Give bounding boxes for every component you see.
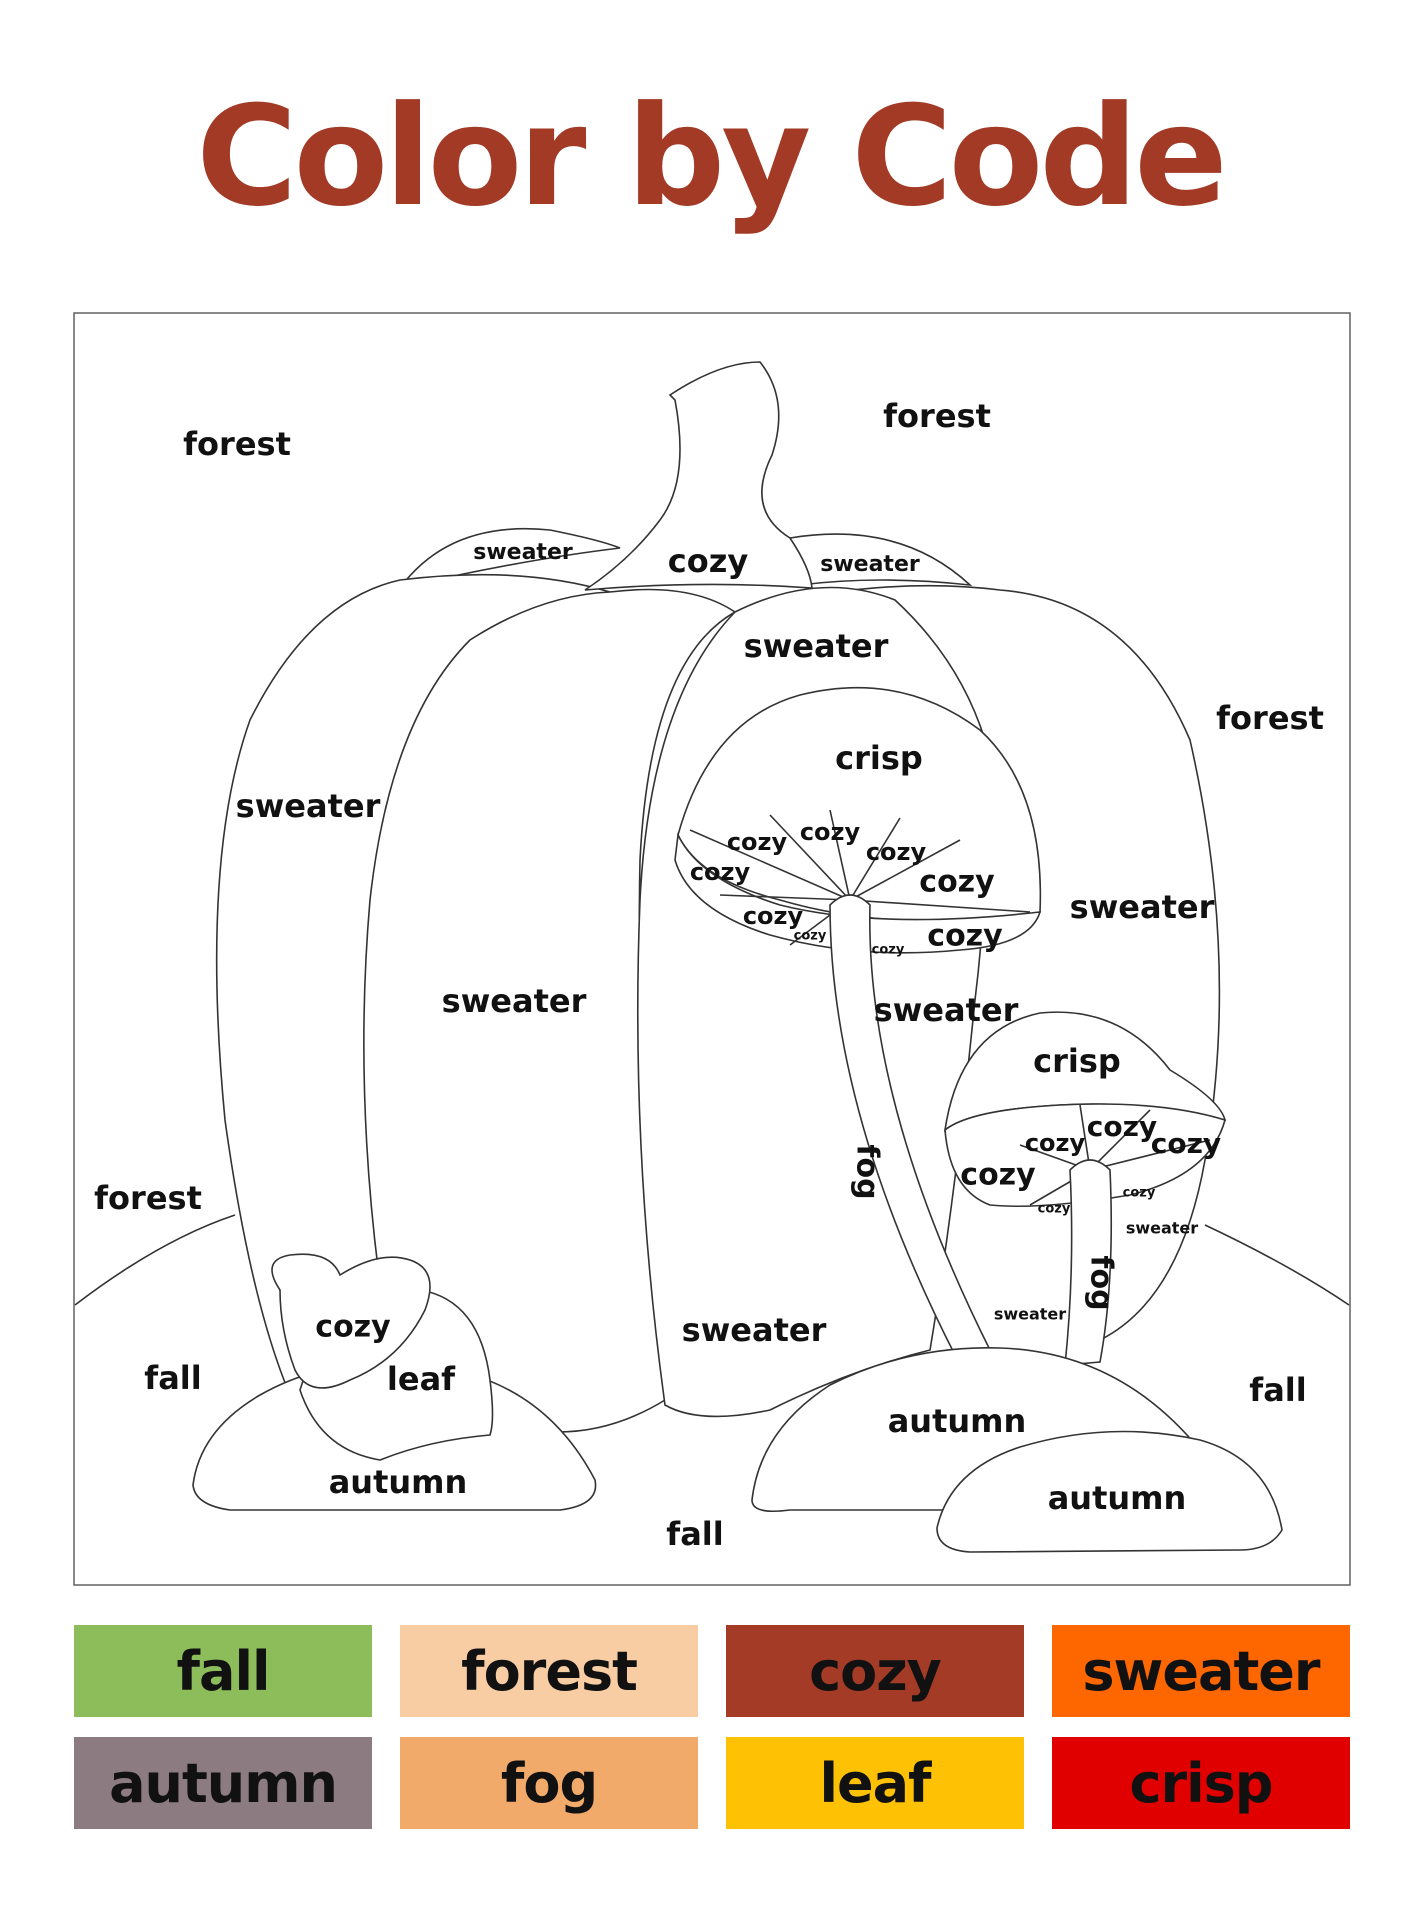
label-cozy: cozy bbox=[960, 1158, 1036, 1193]
label-sweater: sweater bbox=[874, 991, 1019, 1029]
legend-word: sweater bbox=[1082, 1639, 1320, 1703]
legend-word: leaf bbox=[819, 1751, 931, 1815]
label-cozy: cozy bbox=[668, 542, 749, 580]
legend-word: autumn bbox=[109, 1751, 338, 1815]
large-mushroom-stem bbox=[829, 894, 992, 1356]
legend-swatch-crisp: crisp bbox=[1052, 1737, 1350, 1829]
label-forest: forest bbox=[883, 397, 991, 435]
page-title: Color by Code bbox=[196, 76, 1228, 237]
small-mushroom-stem bbox=[1064, 1159, 1113, 1366]
pumpkin-leaf-right bbox=[789, 533, 973, 587]
legend-swatch-leaf: leaf bbox=[726, 1737, 1024, 1829]
legend-word: fall bbox=[176, 1639, 271, 1703]
label-cozy: cozy bbox=[1151, 1127, 1221, 1160]
color-code-legend: fall forest cozy sweater autumn fog leaf… bbox=[74, 1625, 1350, 1835]
mound-right bbox=[936, 1430, 1283, 1553]
label-autumn: autumn bbox=[1048, 1479, 1187, 1517]
small-mushroom-gills bbox=[944, 1103, 1226, 1208]
legend-word: crisp bbox=[1129, 1751, 1274, 1815]
label-sweater: sweater bbox=[682, 1311, 827, 1349]
legend-swatch-fall: fall bbox=[74, 1625, 372, 1717]
label-cozy: cozy bbox=[1123, 1186, 1156, 1201]
label-sweater: sweater bbox=[994, 1305, 1066, 1324]
hill-right-line bbox=[1204, 1224, 1350, 1306]
label-cozy: cozy bbox=[1087, 1110, 1157, 1143]
legend-swatch-sweater: sweater bbox=[1052, 1625, 1350, 1717]
label-cozy: cozy bbox=[315, 1310, 391, 1345]
label-fog: fog bbox=[850, 1144, 885, 1199]
legend-word: fog bbox=[500, 1751, 598, 1815]
label-cozy: cozy bbox=[1025, 1129, 1086, 1157]
label-sweater: sweater bbox=[744, 627, 889, 665]
label-crisp: crisp bbox=[835, 739, 923, 777]
label-leaf: leaf bbox=[387, 1360, 456, 1398]
legend-word: forest bbox=[461, 1639, 638, 1703]
label-forest: forest bbox=[1216, 699, 1324, 737]
label-fall: fall bbox=[1249, 1371, 1306, 1409]
label-autumn: autumn bbox=[329, 1463, 468, 1501]
legend-swatch-fog: fog bbox=[400, 1737, 698, 1829]
large-mushroom-gills bbox=[674, 832, 1042, 954]
label-cozy: cozy bbox=[743, 902, 804, 930]
label-cozy: cozy bbox=[727, 828, 788, 856]
label-cozy: cozy bbox=[866, 838, 927, 866]
label-sweater: sweater bbox=[820, 552, 920, 577]
legend-swatch-autumn: autumn bbox=[74, 1737, 372, 1829]
label-forest: forest bbox=[183, 425, 291, 463]
label-sweater: sweater bbox=[236, 787, 381, 825]
legend-word: cozy bbox=[809, 1639, 942, 1703]
label-fall: fall bbox=[666, 1515, 723, 1553]
label-autumn: autumn bbox=[888, 1402, 1027, 1440]
label-sweater: sweater bbox=[1070, 888, 1215, 926]
label-sweater: sweater bbox=[442, 982, 587, 1020]
pumpkin-leaf-left bbox=[398, 527, 621, 590]
label-sweater: sweater bbox=[1126, 1219, 1198, 1238]
label-fall: fall bbox=[144, 1359, 201, 1397]
label-cozy: cozy bbox=[800, 818, 861, 846]
legend-swatch-forest: forest bbox=[400, 1625, 698, 1717]
label-cozy: cozy bbox=[872, 943, 905, 958]
label-sweater: sweater bbox=[473, 540, 573, 565]
label-fog: fog bbox=[1084, 1255, 1119, 1310]
legend-swatch-cozy: cozy bbox=[726, 1625, 1024, 1717]
label-cozy: cozy bbox=[1038, 1202, 1071, 1217]
region-labels: forest forest forest forest fall fall fa… bbox=[94, 397, 1324, 1553]
label-crisp: crisp bbox=[1033, 1042, 1121, 1080]
large-mushroom-cap bbox=[677, 686, 1042, 922]
label-cozy: cozy bbox=[927, 919, 1003, 954]
label-forest: forest bbox=[94, 1179, 202, 1217]
label-cozy: cozy bbox=[690, 858, 751, 886]
acorn-cap bbox=[271, 1253, 431, 1389]
label-cozy: cozy bbox=[794, 929, 827, 944]
label-cozy: cozy bbox=[919, 865, 995, 900]
hill-left-line bbox=[74, 1214, 236, 1306]
pumpkin-stem bbox=[584, 361, 813, 591]
